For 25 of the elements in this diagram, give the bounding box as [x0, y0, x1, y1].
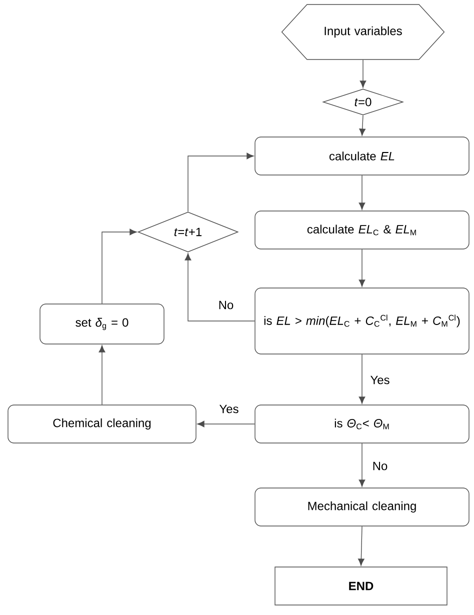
arrow — [360, 60, 366, 88]
arrow — [98, 345, 106, 405]
arrow — [184, 253, 255, 322]
arrow — [102, 228, 137, 304]
process-box: calculate EL$_{C}$ & EL$_{M}$ — [254, 210, 470, 250]
decision-box: is Θ$_{C}$< Θ$_{M}$ — [254, 404, 470, 444]
arrow — [358, 249, 366, 287]
process-box: Mechanical cleaning — [254, 488, 470, 526]
process-box: Chemical cleaning — [8, 404, 196, 444]
edge-label: Yes — [218, 404, 240, 414]
arrow — [358, 443, 366, 487]
arrow — [358, 175, 366, 210]
end-box: END — [274, 566, 448, 606]
arrow — [359, 115, 366, 136]
decision-box: is EL > min(EL$_{C}$ + C$_{C}$$^{Cl}$, EL$_{M}$ + C$_{M}$$^{Cl}$) — [254, 288, 470, 354]
arrow — [358, 526, 364, 566]
edge-label: Yes — [369, 374, 391, 386]
arrow — [358, 354, 366, 404]
process-box: set δ$_{g}$ = 0 — [40, 304, 164, 344]
input-hexagon: Input variables — [281, 4, 445, 60]
arrow — [197, 420, 255, 428]
arrow — [188, 152, 254, 212]
edge-label: No — [217, 300, 235, 310]
edge-label: No — [371, 460, 389, 472]
process-box: calculate EL — [254, 136, 470, 176]
